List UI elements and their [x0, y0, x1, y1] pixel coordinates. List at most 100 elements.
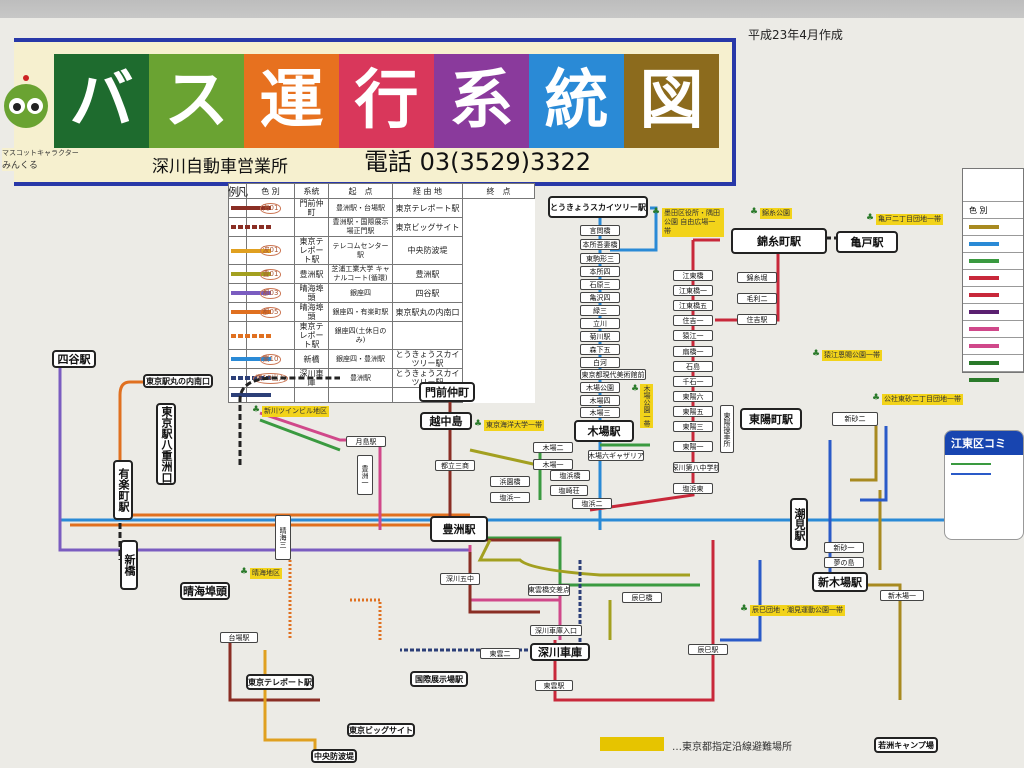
- terminal-station: 晴海埠頭: [180, 582, 230, 600]
- secondary-legend-row: [963, 354, 1023, 371]
- secondary-legend-row: [963, 337, 1023, 354]
- terminal-station: 新橋: [120, 540, 138, 590]
- route-badge: 豊01: [259, 268, 282, 280]
- terminal-station: 中央防波堤: [311, 749, 357, 763]
- bus-stop: 言問橋: [580, 225, 620, 236]
- bus-stop: 都立三商: [435, 460, 475, 471]
- bus-stop: 石島: [673, 361, 713, 372]
- terminal-station: 越中島: [420, 412, 472, 430]
- secondary-legend-row: [963, 320, 1023, 337]
- terminal-station: 錦糸町駅: [731, 228, 827, 254]
- shelter-label: 新川ツインビル地区: [252, 406, 329, 417]
- bus-stop: 新木場一: [880, 590, 924, 601]
- bus-stop: 浜園橋: [490, 476, 530, 487]
- bus-stop: 石原三: [580, 279, 620, 290]
- koto-community-bus-box: 江東区コミ: [944, 430, 1024, 540]
- bus-stop: 台場駅: [220, 632, 258, 643]
- bus-stop: 猿江一: [673, 330, 713, 341]
- bus-stop: 塩浜一: [490, 492, 530, 503]
- shelter-label: 亀戸二丁目団地一帯: [866, 214, 943, 225]
- terminal-station: 亀戸駅: [836, 231, 898, 253]
- route-badge: 業10: [259, 353, 282, 365]
- terminal-station: 国際展示場駅: [410, 671, 468, 687]
- secondary-legend-row: [963, 303, 1023, 320]
- bus-stop: 東陽六: [673, 391, 713, 402]
- bus-stop: 夢の島: [824, 557, 864, 568]
- bus-stop: 東陽五: [673, 406, 713, 417]
- bus-stop: 木場公園: [580, 382, 620, 393]
- bus-stop: 森下五: [580, 344, 620, 355]
- shelter-key-swatch: [600, 737, 664, 751]
- title-char: ス: [149, 54, 244, 148]
- bus-stop: 住吉駅: [737, 314, 777, 325]
- bus-stop: 東雲二: [480, 648, 520, 659]
- bus-stop: 木場二: [533, 442, 573, 453]
- secondary-legend-row: [963, 235, 1023, 252]
- bus-stop: 東陽一: [673, 441, 713, 452]
- secondary-legend-row: [963, 252, 1023, 269]
- route-badge: 海01: [259, 202, 282, 214]
- title-char: 図: [624, 54, 719, 148]
- bus-stop: 江東橋五: [673, 300, 713, 311]
- legend-header: 終 点: [462, 183, 535, 199]
- legend-row: 都05 晴海埠頭 銀座四・有楽町駅 東京駅丸の内南口: [228, 302, 535, 322]
- bus-stop: 木場四: [580, 395, 620, 406]
- terminal-station: 潮見駅: [790, 498, 808, 550]
- legend-row: 豊洲駅・国際展示場正門駅 東京ビッグサイト: [228, 217, 535, 237]
- office-name: 深川自動車営業所: [152, 157, 288, 177]
- secondary-legend-header: 色 別: [963, 201, 1023, 218]
- bus-stop: 辰巳駅: [688, 644, 728, 655]
- bus-stop: 東陽操車所: [720, 405, 734, 453]
- bus-stop: 江東橋: [673, 270, 713, 281]
- route-line-green: [259, 418, 700, 587]
- legend-row: 海01 門前仲町 豊洲駅・台場駅 東京テレポート駅: [228, 198, 535, 218]
- bus-stop: 塩浜東: [673, 483, 713, 494]
- legend-destination: [392, 321, 463, 350]
- secondary-legend: 色 別: [962, 168, 1024, 382]
- legend-via: テレコムセンター駅: [328, 236, 393, 265]
- route-line-red: [553, 238, 780, 702]
- bus-stop: 塩浜二: [572, 498, 612, 509]
- route-legend-table: 凡例 色 別 系統 起 点 経 由 地 終 点 海01 門前仲町 豊洲駅・台場駅…: [226, 183, 535, 403]
- bus-stop: 東駒形三: [580, 253, 620, 264]
- shelter-label: 墨田区役所・隅田公園 自由広場一帯: [652, 208, 724, 237]
- legend-swatch: [228, 236, 271, 265]
- terminal-station: 豊洲駅: [430, 516, 488, 542]
- terminal-station: 深川車庫: [530, 643, 590, 661]
- route-line-dotted-orange: [288, 560, 382, 640]
- bus-stop: 毛利二: [737, 293, 777, 304]
- koto-line-blue: [951, 473, 991, 475]
- bus-stop: 千石一: [673, 376, 713, 387]
- secondary-legend-row: [963, 269, 1023, 286]
- route-badge: 波01: [259, 245, 282, 256]
- legend-row: 都03 晴海埠頭 銀座四 四谷駅: [228, 283, 535, 303]
- bus-stop: 本所吾妻橋: [580, 239, 620, 250]
- terminal-station: 新木場駅: [812, 572, 868, 592]
- legend-side-label: 凡例: [226, 183, 249, 199]
- mascot-name: みんくる: [2, 158, 38, 171]
- shelter-label: 晴海地区: [240, 568, 282, 579]
- phone-number: 電話 03(3529)3322: [364, 148, 592, 176]
- mascot-caption: マスコットキャラクター: [2, 148, 79, 158]
- title-banner: バス運行系統図 深川自動車営業所 電話 03(3529)3322: [14, 38, 736, 186]
- bus-stop: 緑三: [580, 305, 620, 316]
- bus-stop: 東雲橋交差点: [528, 584, 570, 596]
- bus-stop: 菊川駅: [580, 331, 620, 342]
- bus-stop: 深川五中: [440, 573, 480, 585]
- route-line-yellow: [263, 650, 317, 760]
- secondary-legend-row: [963, 286, 1023, 303]
- bus-stop: 白河: [580, 357, 620, 368]
- terminal-station: とうきょうスカイツリー駅: [548, 196, 648, 218]
- mascot-icon: [4, 75, 48, 128]
- terminal-station: 有楽町駅: [113, 460, 133, 520]
- title-char: 統: [529, 54, 624, 148]
- koto-line-green: [951, 463, 991, 465]
- bus-stop: 東雲駅: [535, 680, 573, 691]
- bus-stop: 木場一: [533, 459, 573, 470]
- route-line-navy: [400, 560, 582, 652]
- bus-stop: 錦糸堀: [737, 272, 777, 283]
- bus-stop: 月島駅: [346, 436, 386, 447]
- terminal-station: 東京駅丸の内南口: [143, 374, 213, 388]
- bus-stop: 住吉一: [673, 315, 713, 326]
- shelter-label: 東京海洋大学一帯: [474, 420, 544, 431]
